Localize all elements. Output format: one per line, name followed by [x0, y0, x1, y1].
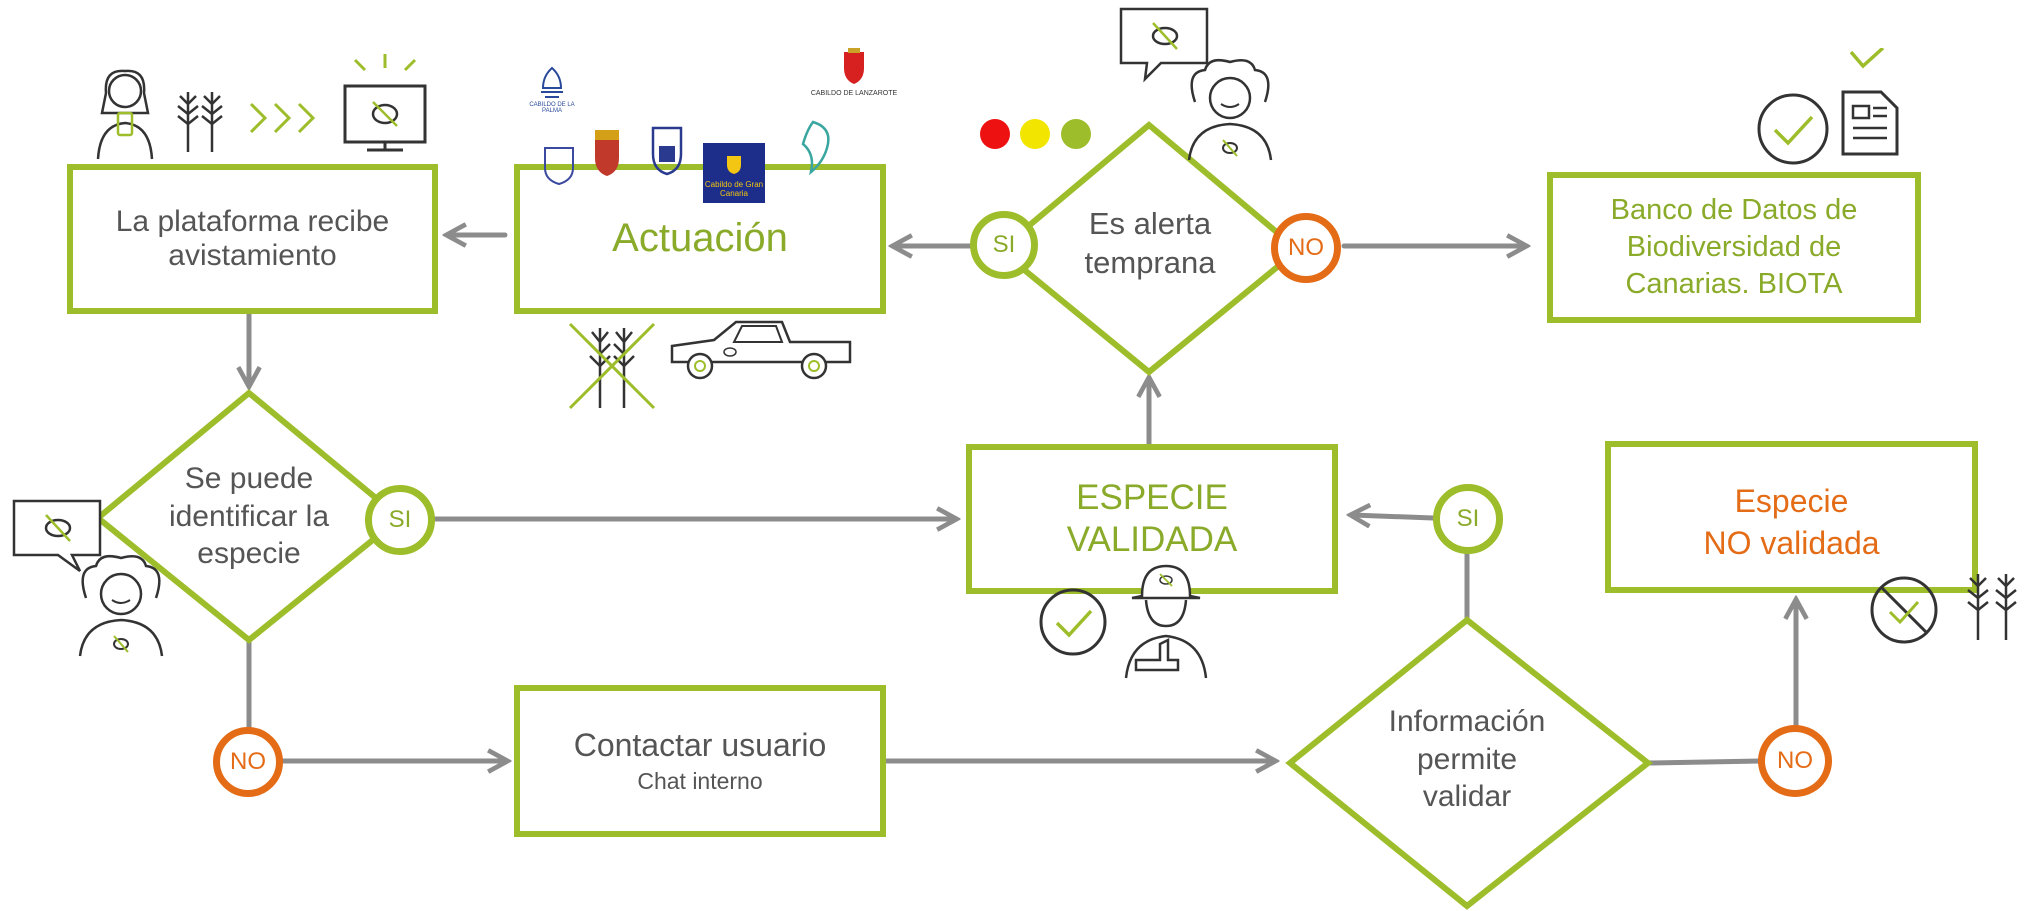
speech-bubble-eye-icon	[1119, 7, 1209, 83]
cabildo-lanzarote-text: CABILDO DE LANZAROTE	[810, 90, 898, 97]
checkmark-circle-icon-mid	[1039, 588, 1107, 656]
badge-info-no: NO	[1758, 725, 1832, 797]
pickup-truck-icon	[670, 320, 852, 380]
decision-info-label: Información permite validar	[1347, 703, 1587, 816]
node-biota: Banco de Datos de Biodiversidad de Canar…	[1547, 172, 1921, 323]
node-contact-title: Contactar usuario	[573, 727, 827, 763]
expert-illustration-left	[78, 555, 164, 657]
badge-identify-no: NO	[213, 727, 283, 797]
node-action-label: Actuación	[612, 215, 788, 260]
node-biota-line2: Biodiversidad de	[1626, 230, 1842, 263]
monitor-eye-icon	[343, 54, 427, 152]
node-not-validated: Especie NO validada	[1605, 441, 1978, 593]
decision-identify-line3: especie	[197, 537, 301, 570]
decision-identify-shape	[93, 389, 405, 644]
decision-info-line1: Información	[1388, 705, 1546, 738]
expert-illustration-top	[1187, 59, 1273, 161]
decision-alert-line1: Es alerta	[1088, 206, 1212, 241]
node-biota-line1: Banco de Datos de	[1610, 193, 1858, 226]
node-contact: Contactar usuario Chat interno	[514, 685, 886, 837]
node-validated-line1: ESPECIE	[1076, 478, 1228, 517]
plants-icon-right	[1967, 574, 2017, 640]
arrow-info-yes-to-validated	[1352, 515, 1436, 518]
cabildo-shields-logos	[544, 126, 683, 186]
decision-info-line3: validar	[1422, 780, 1512, 813]
badge-info-yes: SI	[1433, 484, 1503, 554]
crossed-plants-icon	[568, 322, 656, 410]
node-receive-line2: avistamiento	[168, 239, 337, 272]
cabildo-fuerteventura-logo	[801, 120, 830, 176]
cabildo-lanzarote-logo: CABILDO DE LANZAROTE	[800, 46, 908, 108]
decision-identify-line2: identificar la	[168, 499, 330, 533]
decision-alert-shape	[995, 121, 1303, 376]
decision-alert-label: Es alerta temprana	[1050, 205, 1250, 283]
cabildo-la-palma-text: CABILDO DE LA PALMA	[529, 102, 575, 114]
line-info-to-no	[1645, 758, 1764, 766]
user-phone-illustration	[96, 69, 154, 160]
node-not-validated-line1: Especie	[1734, 483, 1849, 519]
decision-info-shape	[1285, 616, 1653, 910]
decision-alert-line2: temprana	[1084, 244, 1216, 280]
alert-level-yellow-dot	[1020, 119, 1050, 149]
decision-identify-label: Se puede identificar la especie	[129, 460, 369, 573]
cabildo-gran-canaria-logo: Cabildo de Gran Canaria	[703, 143, 765, 203]
node-action: Actuación	[514, 164, 886, 314]
document-check-icon	[1841, 48, 1899, 156]
node-receive-line1: La plataforma recibe	[115, 205, 390, 238]
badge-alert-yes: SI	[970, 211, 1038, 279]
chevrons-icon	[249, 102, 316, 134]
plants-icon	[177, 92, 223, 152]
decision-info-line2: permite	[1416, 742, 1518, 776]
cabildo-gran-canaria-text: Cabildo de Gran Canaria	[704, 180, 764, 199]
node-not-validated-line2: NO validada	[1703, 524, 1880, 561]
alert-level-green-dot	[1061, 119, 1091, 149]
node-receive: La plataforma recibe avistamiento	[67, 164, 438, 314]
alert-level-red-dot	[980, 119, 1010, 149]
badge-identify-yes: SI	[365, 485, 435, 555]
node-contact-subtitle: Chat interno	[637, 768, 763, 794]
node-validated-line2: VALIDADA	[1066, 520, 1238, 559]
node-biota-line3: Canarias. BIOTA	[1625, 268, 1843, 301]
decision-identify-line1: Se puede	[184, 462, 314, 495]
checkmark-circle-icon-top	[1757, 93, 1829, 165]
cabildo-la-palma-logo: CABILDO DE LA PALMA	[521, 66, 583, 126]
badge-alert-no: NO	[1271, 213, 1341, 283]
rejected-circle-icon	[1870, 576, 1938, 644]
technician-thumbs-up-illustration	[1124, 564, 1208, 679]
speech-bubble-eye-icon-left	[12, 499, 102, 573]
